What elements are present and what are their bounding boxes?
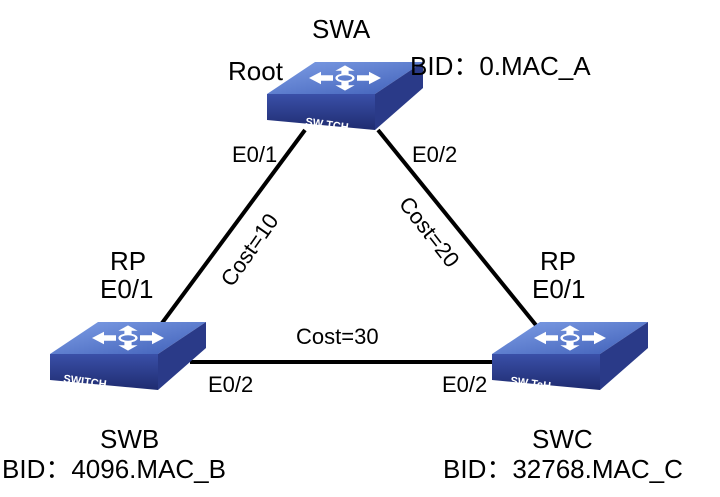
svg-text:SW TcH: SW TcH bbox=[510, 375, 552, 393]
swb-rp-label: RP bbox=[110, 246, 146, 276]
swb-badge: SWITCH bbox=[63, 373, 108, 391]
link-swa-swb bbox=[146, 128, 307, 344]
switch-swb-icon[interactable]: SWITCH bbox=[50, 322, 206, 391]
swa-name: SWA bbox=[312, 14, 371, 44]
cost-label-a-b: Cost=10 bbox=[216, 209, 284, 291]
swa-role-label: Root bbox=[228, 56, 284, 86]
swc-rp-port: E0/1 bbox=[532, 274, 586, 304]
switch-swa-icon[interactable]: SW TCH bbox=[267, 62, 423, 134]
swc-rp-label: RP bbox=[540, 246, 576, 276]
svg-text:SW TCH: SW TCH bbox=[305, 116, 350, 134]
swa-badge: SW TCH bbox=[305, 116, 350, 134]
svg-text:SWITCH: SWITCH bbox=[63, 373, 108, 391]
swa-bid: BID：0.MAC_A bbox=[410, 51, 591, 81]
swc-badge: SW TcH bbox=[510, 375, 552, 393]
swb-bid: BID：4096.MAC_B bbox=[2, 454, 226, 484]
swb-port-e02: E0/2 bbox=[208, 372, 253, 397]
swc-port-e02: E0/2 bbox=[442, 372, 487, 397]
swa-port-e01: E0/1 bbox=[232, 142, 277, 167]
swc-bid: BID：32768.MAC_C bbox=[443, 454, 683, 484]
cost-label-b-c: Cost=30 bbox=[296, 324, 379, 349]
swa-port-e02: E0/2 bbox=[412, 142, 457, 167]
swb-rp-port: E0/1 bbox=[100, 274, 154, 304]
swb-name: SWB bbox=[100, 424, 159, 454]
switch-swc-icon[interactable]: SW TcH bbox=[492, 322, 648, 393]
cost-label-a-c: Cost=20 bbox=[394, 192, 465, 272]
swc-name: SWC bbox=[532, 424, 593, 454]
link-swa-swc bbox=[376, 128, 550, 342]
